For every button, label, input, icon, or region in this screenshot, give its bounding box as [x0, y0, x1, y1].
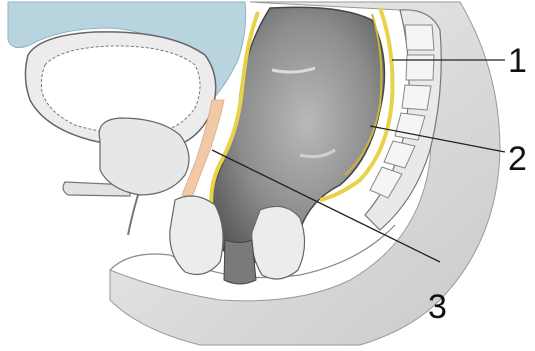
anal-canal [224, 240, 256, 284]
callout-label-2: 2 [508, 140, 527, 178]
vertebra-1 [405, 25, 434, 50]
vertebra-2 [406, 55, 434, 80]
callout-label-1: 1 [508, 42, 527, 80]
sphincter-left [170, 196, 223, 274]
sphincter-right [252, 206, 305, 279]
vertebra-3 [402, 85, 431, 110]
callout-label-3: 3 [428, 288, 447, 326]
